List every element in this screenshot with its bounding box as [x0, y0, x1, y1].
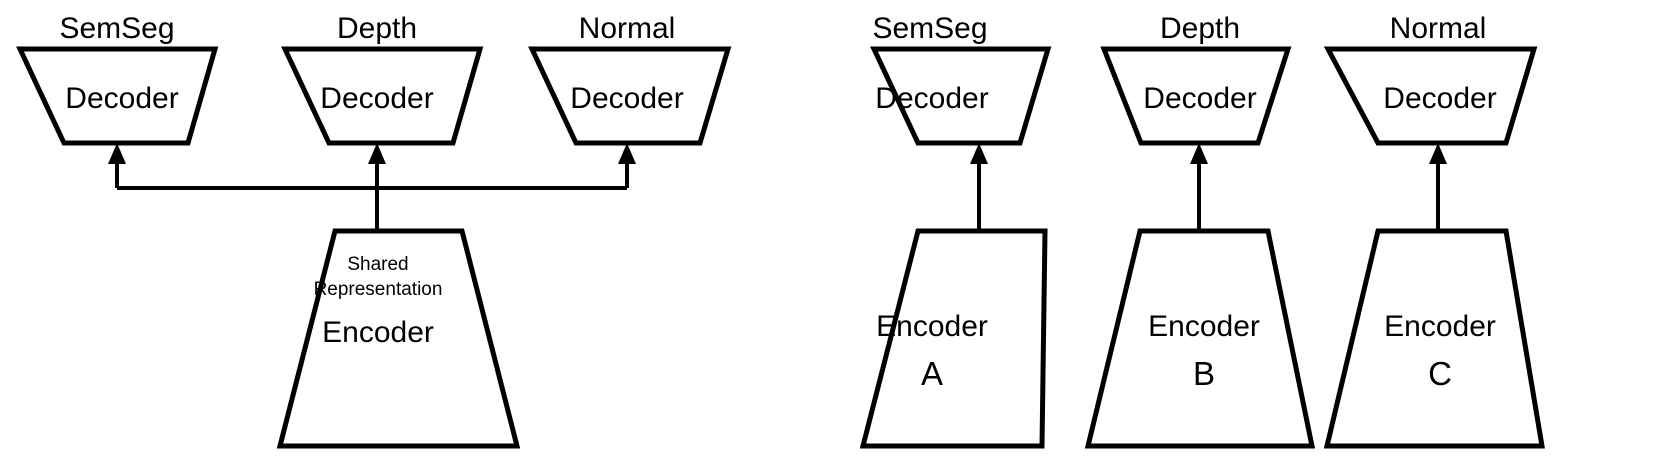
left-shared-encoder-shape	[276, 228, 521, 449]
right-decoder-normal-shape	[1323, 46, 1538, 146]
left-arrow-head-normal	[618, 143, 636, 164]
right-encoder-a-letter: A	[921, 355, 943, 392]
right-task-title-semseg: SemSeg	[872, 12, 987, 45]
left-decoder-depth-label: Decoder	[320, 82, 433, 115]
left-shared-encoder-caption-line1: Shared	[347, 254, 408, 275]
right-encoder-c-letter: C	[1428, 355, 1452, 392]
left-panel-group: SemSeg Depth Normal Decoder Decoder Deco…	[16, 12, 732, 449]
right-arrow-head-normal	[1429, 143, 1447, 164]
right-encoder-c-label: Encoder	[1384, 310, 1496, 343]
left-decoder-normal-label: Decoder	[570, 82, 683, 115]
left-task-title-normal: Normal	[579, 12, 676, 45]
right-arrow-head-semseg	[970, 143, 988, 164]
right-decoder-semseg-label: Decoder	[875, 82, 988, 115]
left-task-title-depth: Depth	[337, 12, 417, 45]
right-decoder-depth-shape	[1100, 46, 1292, 146]
right-encoder-c-shape	[1323, 228, 1545, 449]
right-task-title-normal: Normal	[1390, 12, 1487, 45]
right-encoder-a-shape	[859, 228, 1048, 449]
left-arrow-head-semseg	[108, 143, 126, 164]
left-decoder-semseg-label: Decoder	[65, 82, 178, 115]
right-panel-group: SemSeg Depth Normal Decoder Decoder Deco…	[859, 12, 1545, 449]
left-task-title-semseg: SemSeg	[59, 12, 174, 45]
right-decoder-normal-label: Decoder	[1383, 82, 1496, 115]
left-decoder-semseg-shape	[16, 46, 219, 146]
left-arrow-head-depth	[368, 143, 386, 164]
right-encoder-b-shape	[1084, 228, 1316, 449]
right-decoder-depth-label: Decoder	[1143, 82, 1256, 115]
left-decoder-depth-shape	[281, 46, 484, 146]
left-decoder-normal-shape	[528, 46, 732, 146]
right-arrow-head-depth	[1190, 143, 1208, 164]
right-encoder-b-letter: B	[1193, 355, 1215, 392]
right-encoder-a-label: Encoder	[876, 310, 988, 343]
left-shared-encoder-caption-line2: Representation	[314, 279, 443, 300]
right-decoder-semseg-shape	[870, 46, 1052, 146]
right-encoder-b-label: Encoder	[1148, 310, 1260, 343]
right-task-title-depth: Depth	[1160, 12, 1240, 45]
left-shared-encoder-label: Encoder	[322, 316, 434, 349]
